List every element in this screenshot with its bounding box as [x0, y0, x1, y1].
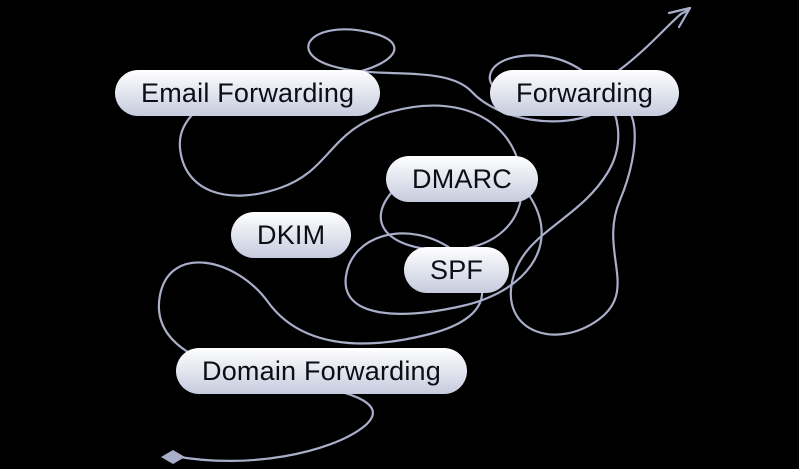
- node-label: Email Forwarding: [141, 77, 355, 108]
- diamond-endpoint-icon: [161, 450, 185, 464]
- node-label: DKIM: [257, 219, 326, 250]
- node-dmarc: DMARC: [386, 156, 538, 202]
- tangle-line: [157, 6, 692, 462]
- node-label: Domain Forwarding: [202, 355, 441, 386]
- node-label: Forwarding: [516, 77, 654, 108]
- node-label: DMARC: [412, 163, 512, 194]
- node-dkim: DKIM: [231, 212, 352, 258]
- arrow-head-icon: [667, 6, 692, 29]
- node-domain-forwarding: Domain Forwarding: [176, 348, 467, 394]
- node-forwarding: Forwarding: [490, 70, 680, 116]
- node-spf: SPF: [404, 247, 510, 293]
- node-email-forwarding: Email Forwarding: [115, 70, 381, 116]
- node-label: SPF: [430, 254, 484, 285]
